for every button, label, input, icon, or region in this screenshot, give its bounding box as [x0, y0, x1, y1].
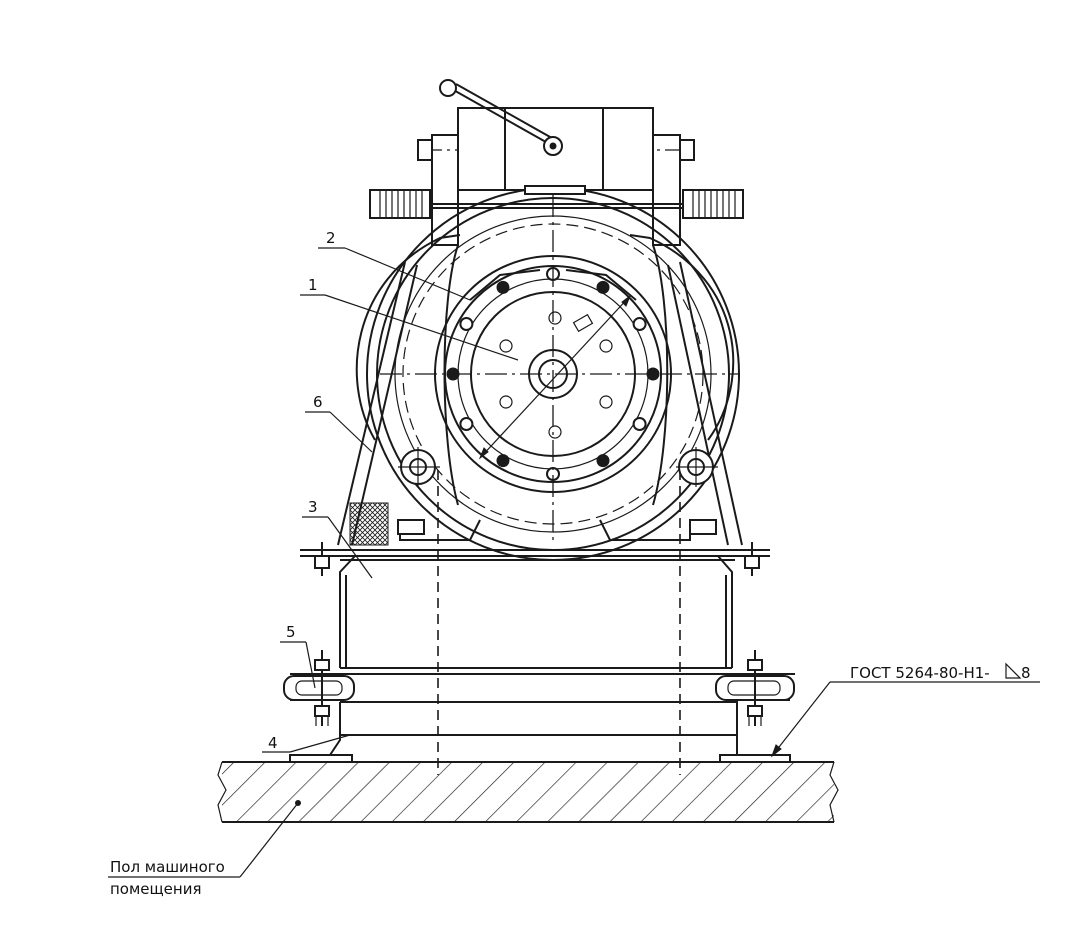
drum-bolt: [459, 417, 474, 431]
floor-slab: [217, 761, 839, 823]
drum-bolt: [596, 454, 610, 468]
vibration-isolator-left: [283, 650, 355, 726]
lower-frame: [289, 699, 791, 763]
callout-5: 5: [280, 623, 316, 689]
vibration-isolator-right: [715, 650, 795, 726]
floor-label: Пол машиного помещения: [108, 802, 299, 898]
drum-bolt: [459, 317, 474, 331]
callout-3: 3: [302, 498, 373, 579]
inner-holes: [499, 311, 613, 439]
drum-bolt: [596, 280, 610, 294]
drum-bolt: [632, 417, 647, 431]
bolt-circle: [446, 267, 660, 481]
drum-bolt: [632, 317, 647, 331]
floor-label-line1: Пол машиного: [110, 858, 225, 876]
weld-fillet-symbol: [1005, 662, 1022, 679]
callout-5-number: 5: [286, 623, 296, 641]
callout-6-number: 6: [313, 393, 323, 411]
weld-note: ГОСТ 5264-80-Н1- 8: [770, 662, 1040, 758]
brake-mechanism: [369, 79, 744, 506]
pivot-right: [676, 447, 718, 487]
anchor-rods: [437, 470, 681, 775]
weld-leg-size: 8: [1021, 664, 1031, 682]
support-stand: [337, 261, 743, 546]
callout-1: 1: [300, 276, 519, 361]
callout-3-number: 3: [308, 498, 318, 516]
upper-frame: [290, 542, 795, 675]
callout-4-number: 4: [268, 734, 278, 752]
callout-2-number: 2: [326, 229, 336, 247]
callout-6: 6: [305, 393, 373, 453]
drum-bolt: [496, 280, 510, 294]
callout-4: 4: [262, 734, 351, 753]
callout-1-number: 1: [308, 276, 318, 294]
drum-bolt: [496, 454, 510, 468]
callout-2: 2: [318, 229, 471, 301]
weld-note-text: ГОСТ 5264-80-Н1-: [850, 664, 990, 682]
pivot-left: [398, 447, 440, 487]
floor-label-line2: помещения: [110, 880, 201, 898]
